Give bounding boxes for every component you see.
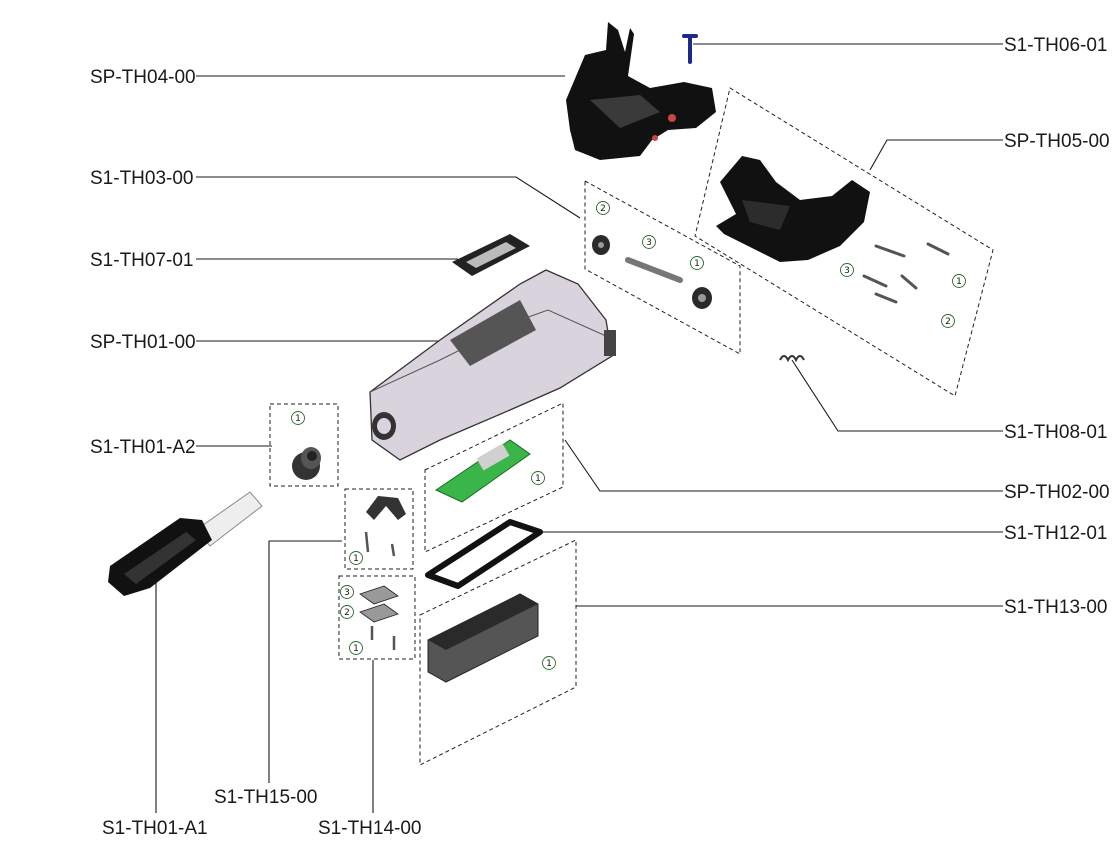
svg-text:1: 1	[956, 277, 962, 287]
lever-part-sp-th05	[716, 156, 870, 262]
callout-th14-three: 3	[340, 585, 354, 599]
label-s1-th03-00: S1-TH03-00	[90, 168, 194, 189]
svg-text:1: 1	[295, 414, 301, 424]
box-s1-th14-group	[338, 575, 416, 660]
box-s1-th01-a2-group	[269, 403, 339, 487]
box-sp-th05-group	[694, 87, 994, 397]
label-s1-th13-00: S1-TH13-00	[1004, 597, 1108, 618]
svg-text:1: 1	[535, 474, 541, 484]
box-s1-th15-group	[344, 488, 414, 570]
label-s1-th07-01: S1-TH07-01	[90, 250, 194, 271]
label-s1-th01-a2: S1-TH01-A2	[90, 437, 196, 458]
clip-part-s1-th15	[364, 496, 406, 557]
pcb-part-sp-th02	[434, 439, 531, 503]
leader-sp-th05-00	[869, 139, 1003, 171]
callout-th05-two: 2	[941, 314, 955, 328]
callout-th02-one: 1	[531, 471, 545, 485]
label-s1-th15-00: S1-TH15-00	[214, 787, 318, 808]
svg-text:2: 2	[600, 204, 606, 214]
item-number-callouts: 2 3 1 3 1 2 1 1 1 3 2 1	[291, 201, 966, 670]
label-sp-th01-00: SP-TH01-00	[90, 332, 196, 353]
callout-th03-two: 2	[596, 201, 610, 215]
label-sp-th05-00: SP-TH05-00	[1004, 131, 1110, 152]
svg-text:1: 1	[694, 259, 700, 269]
callout-th03-one: 1	[690, 256, 704, 270]
housing-part-sp-th01	[369, 269, 616, 461]
svg-text:1: 1	[353, 554, 359, 564]
svg-text:2: 2	[344, 608, 350, 618]
lever-screws	[862, 242, 950, 304]
part-labels: S1-TH06-01 SP-TH04-00 SP-TH05-00 S1-TH03…	[90, 35, 1110, 839]
label-s1-th14-00: S1-TH14-00	[318, 818, 422, 839]
bushing-part-s1-th01-a2	[292, 447, 321, 480]
tray-part-s1-th13	[427, 593, 539, 683]
shaft-assembly-parts	[592, 235, 712, 309]
callout-th14-one: 1	[349, 641, 363, 655]
callout-th14-two: 2	[340, 605, 354, 619]
callout-th13-one: 1	[542, 656, 556, 670]
callout-th05-one: 1	[952, 274, 966, 288]
svg-text:3: 3	[646, 238, 652, 248]
svg-text:1: 1	[353, 644, 359, 654]
label-s1-th08-01: S1-TH08-01	[1004, 422, 1108, 443]
leader-lines	[155, 43, 1003, 813]
leader-s1-th15-00	[268, 540, 342, 783]
handle-part-s1-th01-a1	[108, 491, 263, 596]
leader-sp-th02-00	[564, 439, 1003, 492]
label-s1-th12-01: S1-TH12-01	[1004, 523, 1108, 544]
label-sp-th02-00: SP-TH02-00	[1004, 482, 1110, 503]
callout-th03-three: 3	[642, 235, 656, 249]
label-sp-th04-00: SP-TH04-00	[90, 67, 196, 88]
label-s1-th01-a1: S1-TH01-A1	[102, 818, 208, 839]
box-s1-th13-group	[419, 539, 577, 766]
pin-part	[682, 34, 698, 64]
spring-part-s1-th08	[779, 355, 805, 363]
gasket-part-s1-th07	[452, 234, 530, 276]
callout-th01-a2-one: 1	[291, 411, 305, 425]
box-s1-th03-group	[584, 180, 741, 355]
svg-text:2: 2	[945, 317, 951, 327]
seal-part-s1-th12	[425, 519, 543, 589]
leader-s1-th03-00	[196, 176, 581, 219]
group-boxes	[269, 87, 994, 766]
svg-text:1: 1	[546, 659, 552, 669]
callout-th05-three: 3	[840, 263, 854, 277]
svg-text:3: 3	[844, 266, 850, 276]
callout-th15-one: 1	[349, 551, 363, 565]
leader-s1-th08-01	[791, 359, 1003, 432]
svg-text:3: 3	[344, 588, 350, 598]
label-s1-th06-01: S1-TH06-01	[1004, 35, 1108, 56]
plates-part-s1-th14	[359, 585, 399, 650]
bracket-part-sp-th04	[566, 22, 716, 160]
